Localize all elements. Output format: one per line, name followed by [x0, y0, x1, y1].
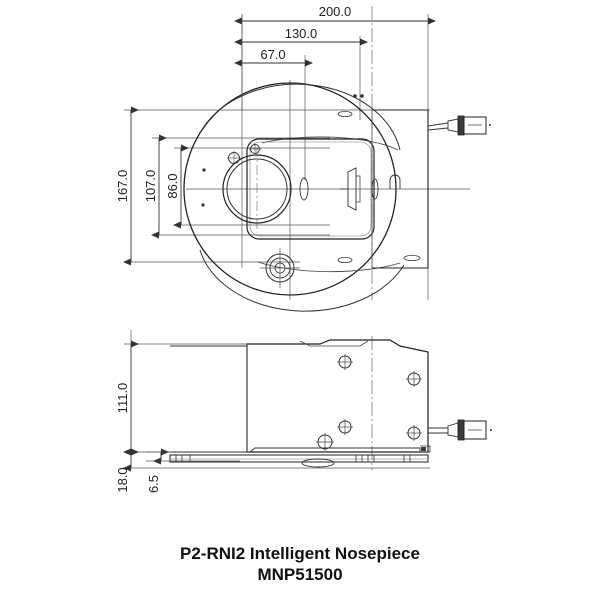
side-rear-body — [170, 345, 248, 453]
side-screw-d — [406, 425, 422, 441]
top-view-group — [123, 6, 491, 312]
dim-label-18: 18.0 — [115, 467, 130, 492]
surface-features — [299, 111, 421, 263]
side-view-vertical-dims — [123, 340, 169, 472]
side-adjuster-detail — [340, 167, 401, 211]
housing-inner-outline — [249, 141, 372, 237]
dim-label-67: 67.0 — [260, 47, 285, 62]
base-plate-group — [169, 445, 431, 468]
caption-product-name: P2-RNI2 Intelligent Nosepiece — [180, 544, 420, 563]
side-screws-group — [316, 354, 422, 451]
side-screw-c — [406, 371, 422, 387]
caption-part-number: MNP51500 — [257, 565, 342, 584]
top-view-extension-lines — [124, 14, 430, 300]
side-top-notch — [299, 340, 369, 347]
side-screw-b — [337, 419, 353, 435]
caption-group: P2-RNI2 Intelligent Nosepiece MNP51500 — [180, 544, 420, 584]
side-view-extension-lines — [124, 330, 430, 469]
dim-label-167: 167.0 — [115, 170, 130, 203]
top-view-horizontal-dims — [234, 17, 436, 67]
top-view-axis-lines — [186, 80, 470, 300]
dimension-labels: 200.0 130.0 67.0 167.0 107.0 86.0 111.0 … — [115, 4, 351, 493]
side-view-group — [123, 330, 492, 472]
dim-label-111: 111.0 — [115, 383, 130, 414]
circle-pin-marks — [201, 94, 364, 207]
dim-label-86: 86.0 — [165, 173, 180, 198]
side-screw-a — [337, 354, 353, 370]
right-block-outline — [372, 109, 429, 269]
nosepiece-upper-inner-arc — [261, 136, 399, 151]
dim-label-6-5: 6.5 — [146, 475, 161, 493]
housing-outline — [246, 138, 375, 240]
dim-label-200: 200.0 — [319, 4, 352, 19]
nosepiece-lower-inner-arc — [257, 261, 401, 273]
dim-label-107: 107.0 — [143, 170, 158, 203]
cable-connector-top — [427, 115, 491, 136]
base-plate-outline — [169, 454, 429, 463]
cable-connector-side — [428, 419, 492, 441]
bottom-knob-detail — [260, 248, 300, 288]
nosepiece-lower-arc — [199, 249, 405, 312]
nosepiece-outer-circle — [183, 82, 397, 296]
mounting-holes-group — [227, 143, 261, 165]
top-view-vertical-dims — [123, 106, 189, 266]
dim-label-130: 130.0 — [285, 26, 318, 41]
side-main-housing — [246, 339, 429, 453]
base-boss-ellipse — [301, 458, 335, 468]
nosepiece-upper-arc — [202, 83, 401, 151]
